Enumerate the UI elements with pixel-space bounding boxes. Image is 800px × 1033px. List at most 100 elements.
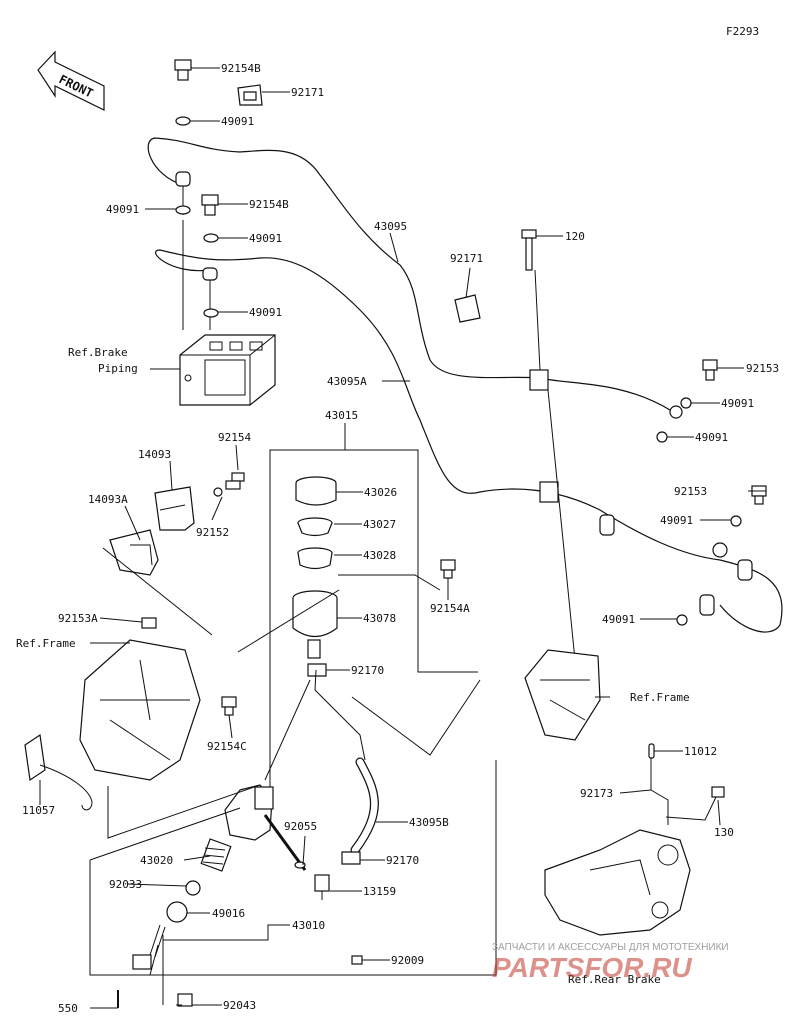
- label-43095B: 43095B: [409, 816, 449, 829]
- pipe-bracket-1-icon: [529, 369, 549, 391]
- washer-49091-f-icon: [656, 431, 668, 443]
- label-43020: 43020: [140, 854, 173, 867]
- label-92153A: 92153A: [58, 612, 98, 625]
- label-92154B-top: 92154B: [221, 62, 261, 75]
- washer-49091-e-icon: [680, 397, 692, 409]
- washer-92152-icon: [213, 487, 223, 497]
- label-49091-d: 49091: [249, 306, 282, 319]
- washer-49091-g-icon: [730, 515, 742, 527]
- label-43095: 43095: [374, 220, 407, 233]
- label-92033: 92033: [109, 878, 142, 891]
- diaphragm-43028-icon: [297, 547, 333, 570]
- rod-92055-icon: [263, 814, 307, 871]
- label-43010: 43010: [292, 919, 325, 932]
- label-43078: 43078: [363, 612, 396, 625]
- label-11012: 11012: [684, 745, 717, 758]
- washer-49091-d-icon: [203, 308, 219, 318]
- bolt-92153-a-icon: [702, 359, 718, 381]
- label-92009: 92009: [391, 954, 424, 967]
- ref-brake-piping-line1: Ref.Brake: [68, 346, 128, 359]
- pin-11012-icon: [648, 743, 655, 759]
- watermark-brand: PARTSFOR.RU: [492, 952, 692, 983]
- front-arrow-icon: FRONT: [37, 50, 105, 111]
- nut-92043-icon: [177, 993, 193, 1007]
- bolt-92154A-icon: [440, 559, 456, 579]
- diaphragm-plate-43027-icon: [297, 517, 333, 537]
- bracket-92173-icon: [650, 758, 669, 825]
- washer-49091-a-icon: [175, 116, 191, 126]
- label-92170-a: 92170: [351, 664, 384, 677]
- clamp-92170-b-icon: [341, 851, 361, 865]
- label-550: 550: [58, 1002, 78, 1015]
- label-92043: 92043: [223, 999, 256, 1012]
- label-92152: 92152: [196, 526, 229, 539]
- label-130: 130: [714, 826, 734, 839]
- label-43026: 43026: [364, 486, 397, 499]
- label-49091-f: 49091: [695, 431, 728, 444]
- fitting-13159-icon: [314, 874, 330, 900]
- label-92154B-mid: 92154B: [249, 198, 289, 211]
- bracket-14093A-icon: [109, 529, 159, 576]
- bolt-92154B-top-icon: [174, 59, 192, 81]
- ref-rear-brake: Ref.Rear Brake: [568, 973, 661, 986]
- washer-49091-c-icon: [203, 233, 219, 243]
- reservoir-43078-icon: [292, 590, 338, 659]
- label-49091-e: 49091: [721, 397, 754, 410]
- label-43027: 43027: [363, 518, 396, 531]
- bolt-92154-icon: [225, 472, 245, 490]
- washer-49091-h-icon: [676, 614, 688, 626]
- label-11057: 11057: [22, 804, 55, 817]
- bolt-92154B-mid-icon: [201, 194, 219, 216]
- watermark-top: ЗАПЧАСТИ И АКСЕССУАРЫ ДЛЯ МОТОТЕХНИКИ: [492, 942, 729, 953]
- label-92170-b: 92170: [386, 854, 419, 867]
- clamp-92171-top-icon: [237, 84, 263, 106]
- label-92171-top: 92171: [291, 86, 324, 99]
- label-49091-b: 49091: [106, 203, 139, 216]
- label-49091-g: 49091: [660, 514, 693, 527]
- circlip-92033-icon: [185, 880, 201, 896]
- label-92154C: 92154C: [207, 740, 247, 753]
- leader-lines: [39, 67, 766, 1009]
- label-13159: 13159: [363, 885, 396, 898]
- fitting-43095A-right-icon: [669, 405, 683, 419]
- abs-unit: [179, 334, 276, 406]
- label-92171-mid: 92171: [450, 252, 483, 265]
- hose-clamp-right3-icon: [699, 594, 715, 616]
- ref-frame-right: Ref.Frame: [630, 691, 690, 704]
- label-49091-h: 49091: [602, 613, 635, 626]
- figure-id: F2293: [726, 25, 759, 38]
- label-14093: 14093: [138, 448, 171, 461]
- washer-49091-b-icon: [175, 205, 191, 215]
- bolt-92153A-icon: [141, 617, 157, 629]
- label-92153-a: 92153: [746, 362, 779, 375]
- ref-frame-left: Ref.Frame: [16, 637, 76, 650]
- master-cylinder-43020-icon: [200, 784, 274, 872]
- bolt-120-icon: [521, 229, 537, 271]
- label-92153-b: 92153: [674, 485, 707, 498]
- frame-right-icon: [524, 649, 601, 741]
- label-49091-a: 49091: [221, 115, 254, 128]
- reservoir-cap-43026-icon: [295, 476, 337, 506]
- frame-left-icon: [79, 639, 201, 781]
- bolt-130-icon: [711, 786, 725, 798]
- label-43015: 43015: [325, 409, 358, 422]
- label-49091-c: 49091: [249, 232, 282, 245]
- label-49016: 49016: [212, 907, 245, 920]
- label-92173: 92173: [580, 787, 613, 800]
- clamp-92171-mid-icon: [454, 294, 481, 323]
- ref-brake-piping-line2: Piping: [98, 362, 138, 375]
- label-92154A: 92154A: [430, 602, 470, 615]
- label-92154: 92154: [218, 431, 251, 444]
- label-92055: 92055: [284, 820, 317, 833]
- boot-49016-icon: [166, 901, 188, 923]
- bolt-92153-b-icon: [751, 485, 767, 505]
- label-43095A: 43095A: [327, 375, 367, 388]
- pipe-bracket-2-icon: [539, 481, 559, 503]
- bracket-14093-icon: [154, 486, 195, 531]
- label-120: 120: [565, 230, 585, 243]
- label-43028: 43028: [363, 549, 396, 562]
- rear-brake-icon: [544, 829, 691, 936]
- label-14093A: 14093A: [88, 493, 128, 506]
- push-rod-43010-icon: [132, 924, 166, 970]
